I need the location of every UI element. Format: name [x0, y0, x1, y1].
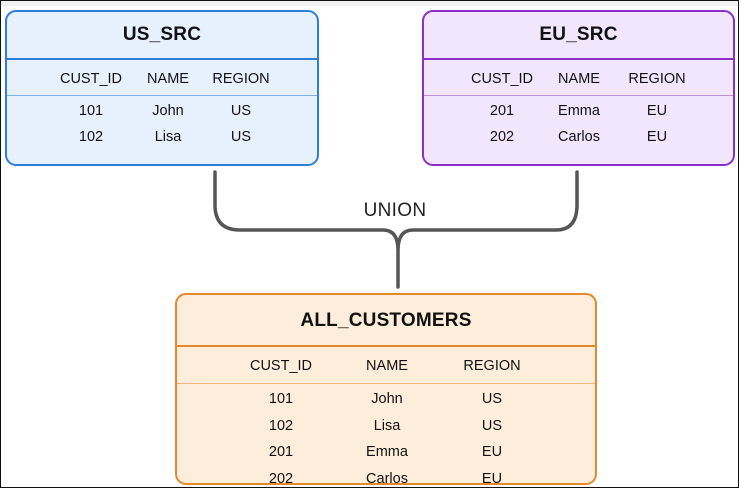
cell-cust-id: 101 — [268, 391, 294, 407]
table-row: 201 Emma EU — [424, 99, 733, 125]
cell-name: John — [152, 103, 184, 119]
cell-name: Emma — [558, 103, 600, 119]
col-header-name: NAME — [366, 358, 408, 374]
all-customers-table: ALL_CUSTOMERS CUST_ID NAME REGION 101 Jo… — [175, 293, 597, 485]
union-brace — [213, 170, 579, 289]
cell-name: Lisa — [373, 417, 401, 434]
cell-region: EU — [481, 444, 503, 460]
cell-cust-id: 102 — [268, 417, 294, 434]
table-row: 202 Carlos EU — [424, 125, 733, 151]
cell-name: Emma — [366, 444, 408, 460]
col-header-cust-id: CUST_ID — [249, 358, 313, 374]
all-customers-title: ALL_CUSTOMERS — [177, 295, 595, 347]
col-header-region: REGION — [212, 71, 270, 87]
union-label: UNION — [363, 200, 427, 221]
cell-region: US — [230, 103, 252, 119]
col-header-cust-id: CUST_ID — [59, 71, 123, 87]
table-row: 202 Carlos EU — [177, 467, 595, 485]
cell-cust-id: 101 — [78, 103, 104, 119]
cell-region: US — [230, 129, 252, 145]
eu-src-title: EU_SRC — [424, 12, 733, 60]
cell-name: Lisa — [154, 129, 182, 145]
table-row: 101 John US — [7, 99, 317, 125]
cell-name: John — [371, 391, 403, 407]
table-row: 102 Lisa US — [7, 125, 317, 151]
top-band — [1, 1, 738, 6]
us-src-header: CUST_ID NAME REGION — [7, 60, 317, 96]
us-src-table: US_SRC CUST_ID NAME REGION 101 John US 1… — [5, 10, 319, 166]
cell-region: EU — [646, 103, 668, 119]
cell-cust-id: 201 — [489, 103, 515, 119]
col-header-region: REGION — [628, 71, 686, 87]
col-header-cust-id: CUST_ID — [470, 71, 534, 87]
cell-region: EU — [481, 470, 503, 485]
cell-region: EU — [646, 129, 668, 145]
cell-region: US — [481, 417, 503, 434]
cell-name: Carlos — [366, 470, 408, 485]
table-row: 201 Emma EU — [177, 440, 595, 467]
cell-cust-id: 201 — [268, 444, 294, 460]
us-src-title: US_SRC — [7, 12, 317, 60]
table-row: 102 Lisa US — [177, 414, 595, 441]
eu-src-table: EU_SRC CUST_ID NAME REGION 201 Emma EU 2… — [422, 10, 735, 166]
cell-region: US — [481, 391, 503, 407]
cell-name: Carlos — [558, 129, 600, 145]
cell-cust-id: 102 — [78, 129, 104, 145]
cell-cust-id: 202 — [268, 470, 294, 485]
col-header-name: NAME — [147, 71, 189, 87]
all-customers-header: CUST_ID NAME REGION — [177, 347, 595, 384]
cell-cust-id: 202 — [489, 129, 515, 145]
col-header-name: NAME — [558, 71, 600, 87]
table-row: 101 John US — [177, 387, 595, 414]
eu-src-header: CUST_ID NAME REGION — [424, 60, 733, 96]
col-header-region: REGION — [463, 358, 521, 374]
